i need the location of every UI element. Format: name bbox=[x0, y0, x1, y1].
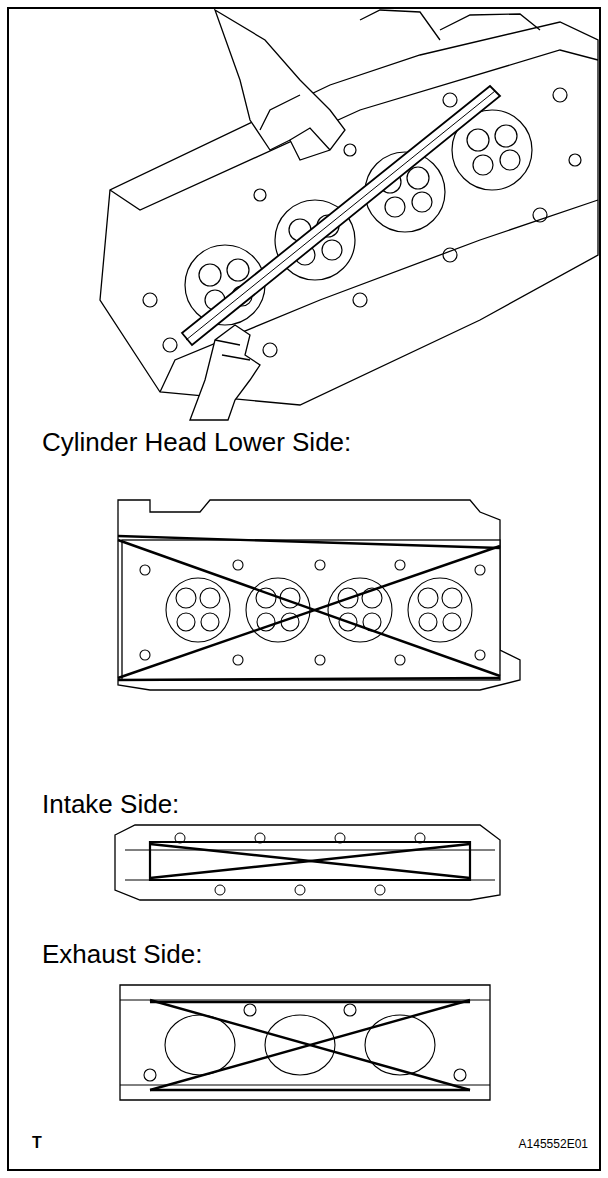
cylinder-head-exhaust-side bbox=[120, 985, 490, 1100]
cylinder-head-intake-side bbox=[115, 825, 500, 900]
section-heading: Cylinder Head Lower Side: bbox=[42, 428, 351, 457]
cylinder-head-perspective bbox=[100, 10, 598, 405]
section-heading: Intake Side: bbox=[42, 790, 179, 819]
measure-lines bbox=[118, 536, 500, 680]
cylinder-head-lower-side bbox=[118, 500, 520, 690]
measure-lines bbox=[150, 844, 470, 878]
frame bbox=[8, 8, 600, 1170]
section-heading: Exhaust Side: bbox=[42, 940, 202, 969]
figure-code: A145552E01 bbox=[519, 1138, 588, 1151]
hands bbox=[190, 10, 345, 420]
figure-mark: T bbox=[32, 1134, 42, 1152]
measure-lines bbox=[150, 1000, 470, 1090]
